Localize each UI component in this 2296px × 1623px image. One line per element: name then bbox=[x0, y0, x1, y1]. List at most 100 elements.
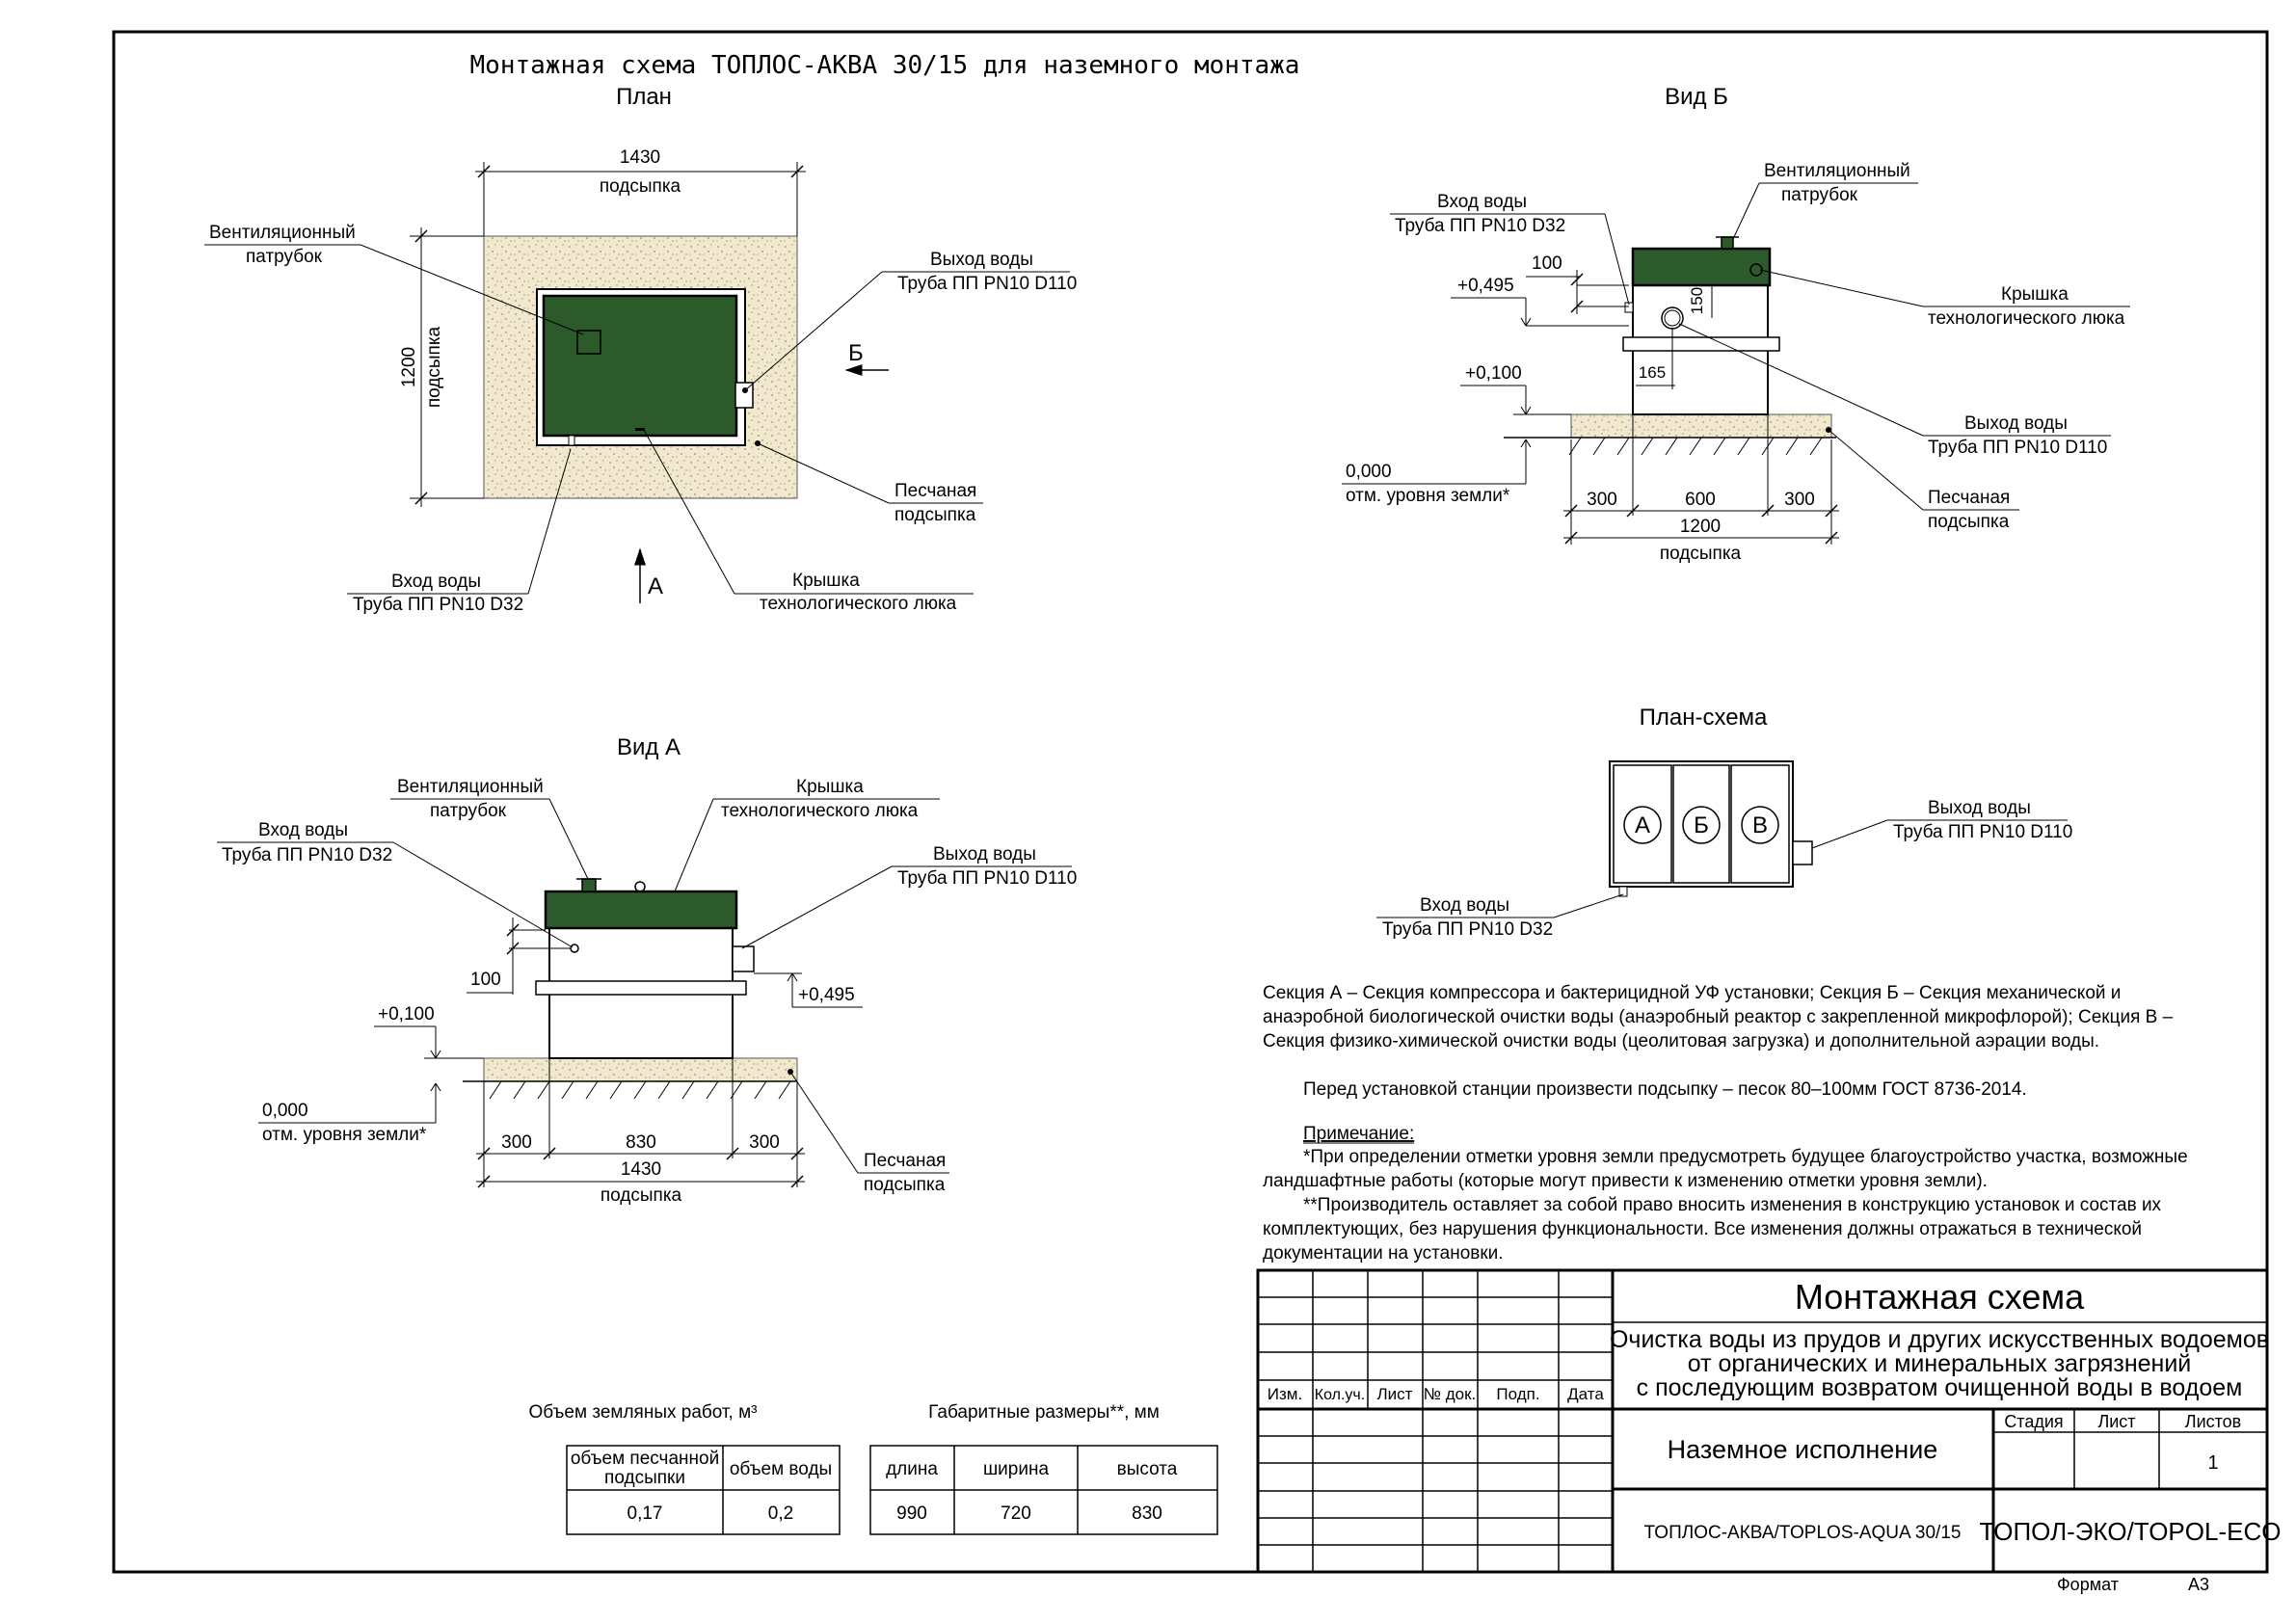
view-b-in-label-1: Вход воды bbox=[1437, 192, 1527, 212]
view-b-lvl-0000: 0,000 bbox=[1346, 462, 1392, 482]
stamp-sheets-value: 1 bbox=[2207, 1452, 2218, 1474]
stamp-desc-line3: с последующим возвратом очищенной воды в… bbox=[1637, 1374, 2243, 1401]
note-n1-line1: *При определении отметки уровня земли пр… bbox=[1303, 1147, 2188, 1167]
stamp-stage: Стадия bbox=[2004, 1412, 2063, 1431]
stamp-variant: Наземное исполнение bbox=[1668, 1435, 1938, 1464]
plan-arrow-a-label: А bbox=[648, 573, 663, 599]
view-a-d100: 100 bbox=[470, 970, 501, 990]
plan-scheme-outer bbox=[1609, 760, 1794, 888]
view-b-d1200-sub: подсыпка bbox=[1660, 544, 1742, 564]
stamp-col-izm: Изм. bbox=[1268, 1385, 1302, 1403]
view-a-out-label-2: Труба ПП PN10 D110 bbox=[897, 868, 1077, 889]
view-a-outlet bbox=[732, 945, 755, 972]
note-p2: Перед установкой станции произвести подс… bbox=[1303, 1079, 2027, 1100]
plan-scheme-sec-b: Б bbox=[1694, 812, 1709, 838]
plan-scheme-circle-a bbox=[1623, 806, 1662, 844]
view-b-lvl-0100: +0,100 bbox=[1465, 363, 1522, 384]
stamp-col-list: Лист bbox=[1377, 1385, 1413, 1403]
plan-scheme-out-label-1: Выход воды bbox=[1928, 798, 2031, 818]
earthworks-h1-l1: объем песчанной bbox=[571, 1449, 719, 1469]
view-b-inlet bbox=[1624, 302, 1634, 313]
view-a-sand-label-1: Песчаная bbox=[864, 1151, 946, 1171]
view-b-d100: 100 bbox=[1532, 253, 1562, 274]
view-a-sand bbox=[483, 1057, 798, 1082]
stamp-sheet: Лист bbox=[2097, 1412, 2135, 1431]
dimensions-h3: высота bbox=[1117, 1459, 1178, 1479]
view-b-in-label-2: Труба ПП PN10 D32 bbox=[1395, 216, 1565, 236]
main-title: Монтажная схема ТОПЛОС-АКВА 30/15 для на… bbox=[470, 51, 1300, 80]
note-p1-line1: Секция А – Секция компрессора и бактериц… bbox=[1263, 983, 2121, 1003]
plan-scheme-out-label-2: Труба ПП PN10 D110 bbox=[1893, 822, 2072, 842]
stamp-desc-line1: Очистка воды из прудов и других искусств… bbox=[1610, 1326, 2269, 1353]
stamp-sheets: Листов bbox=[2185, 1412, 2241, 1431]
view-a-lvl-0495: +0,495 bbox=[798, 985, 855, 1005]
view-a-in-label-2: Труба ПП PN10 D32 bbox=[222, 845, 392, 865]
view-b-lid-label-1: Крышка bbox=[2001, 284, 2069, 305]
view-b-d300a: 300 bbox=[1587, 490, 1617, 510]
note-n2-line3: документации на установки. bbox=[1263, 1243, 1504, 1264]
earthworks-title: Объем земляных работ, м³ bbox=[529, 1402, 758, 1423]
plan-dim-width-sub: подсыпка bbox=[600, 176, 681, 197]
view-a-d300b: 300 bbox=[749, 1132, 780, 1153]
plan-vent-label-2: патрубок bbox=[246, 247, 323, 267]
view-b-lid bbox=[1631, 247, 1772, 287]
plan-inlet-pipe bbox=[568, 435, 575, 446]
note-p1-line2: анаэробной биологической очистки воды (а… bbox=[1263, 1007, 2174, 1027]
view-a-lvl-0000: 0,000 bbox=[262, 1101, 308, 1121]
note-n1-line2: ландшафтные работы (которые могут привес… bbox=[1263, 1171, 1988, 1191]
plan-scheme-circle-v bbox=[1741, 806, 1779, 844]
view-b-flange bbox=[1622, 336, 1780, 352]
view-a-vent-label-1: Вентиляционный bbox=[397, 777, 544, 797]
title-block: Изм. Кол.уч. Лист № док. Подп. Дата Монт… bbox=[1256, 1268, 2281, 1574]
stamp-model: ТОПЛОС-АКВА/TOPLOS-AQUA 30/15 bbox=[1644, 1523, 1962, 1543]
view-a: Вид А Вентиляционный патрубок Крышка тех… bbox=[217, 734, 1077, 1206]
view-a-heading: Вид А bbox=[617, 734, 681, 760]
stamp-doc-title: Монтажная схема bbox=[1795, 1277, 2085, 1317]
plan-scheme-in-label-1: Вход воды bbox=[1420, 895, 1509, 916]
plan-scheme-sec-v: В bbox=[1752, 812, 1768, 838]
dimensions-h1: длина bbox=[886, 1459, 938, 1479]
stamp-desc-line2: от органических и минеральных загрязнени… bbox=[1688, 1350, 2192, 1377]
plan-lid-label-1: Крышка bbox=[792, 571, 860, 591]
plan-out-label-1: Выход воды bbox=[930, 250, 1033, 270]
view-a-lid-label-2: технологического люка bbox=[721, 801, 919, 821]
view-a-lid bbox=[544, 890, 738, 930]
view-b-vent-label-2: патрубок bbox=[1781, 185, 1858, 205]
plan-dim-width: 1430 bbox=[620, 147, 660, 168]
sheet-frame bbox=[112, 30, 2269, 1574]
stamp-col-podp: Подп. bbox=[1496, 1385, 1539, 1403]
format-label: Формат bbox=[2057, 1575, 2119, 1594]
plan-sand-label-1: Песчаная bbox=[894, 481, 976, 501]
view-a-vent-label-2: патрубок bbox=[430, 801, 507, 821]
view-b-d1200: 1200 bbox=[1680, 517, 1721, 537]
plan-arrow-b-label: Б bbox=[848, 340, 864, 366]
view-a-d1430: 1430 bbox=[621, 1159, 661, 1180]
view-b-ground-hatch bbox=[1568, 437, 1823, 456]
earthworks-h2: объем воды bbox=[730, 1459, 832, 1479]
view-a-d830: 830 bbox=[626, 1132, 656, 1153]
dimensions-v2: 720 bbox=[1001, 1503, 1031, 1524]
note-n2-line2: комплектующих, без нарушения функциональ… bbox=[1263, 1219, 2142, 1239]
view-b-heading: Вид Б bbox=[1665, 84, 1728, 110]
view-a-lvl-0100: +0,100 bbox=[378, 1004, 435, 1024]
stamp-col-data: Дата bbox=[1567, 1385, 1604, 1403]
plan-tank bbox=[542, 294, 738, 438]
view-a-lid-handle bbox=[634, 881, 646, 892]
view-b-sand-label-2: подсыпка bbox=[1928, 512, 2010, 532]
view-b-d600: 600 bbox=[1685, 490, 1716, 510]
plan-out-label-2: Труба ПП PN10 D110 bbox=[897, 274, 1077, 294]
note-heading: Примечание: bbox=[1303, 1124, 1414, 1144]
plan-scheme-circle-b bbox=[1682, 806, 1721, 844]
plan-lid-mark bbox=[635, 428, 645, 431]
view-b-out-label-1: Выход воды bbox=[1964, 413, 2068, 434]
view-a-ground-hatch bbox=[489, 1080, 791, 1100]
view-a-d1430-sub: подсыпка bbox=[601, 1185, 682, 1206]
view-a-lid-label-1: Крышка bbox=[796, 777, 864, 797]
view-b-vent bbox=[1721, 236, 1734, 250]
earthworks-h1-l2: подсыпки bbox=[604, 1468, 685, 1488]
format-value: А3 bbox=[2188, 1575, 2209, 1594]
dimensions-h2: ширина bbox=[983, 1459, 1050, 1479]
plan-heading: План bbox=[616, 84, 672, 110]
earthworks-v2: 0,2 bbox=[768, 1503, 793, 1524]
